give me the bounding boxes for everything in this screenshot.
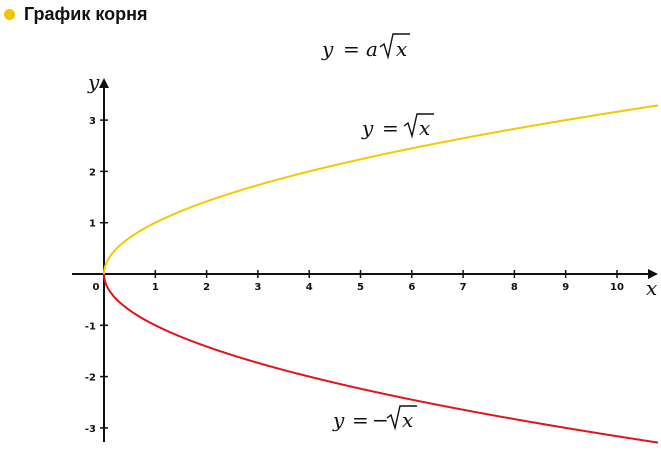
curve-y-sqrt-x: [103, 104, 659, 275]
svg-text:x: x: [419, 116, 430, 140]
x-tick-label: 8: [511, 282, 518, 293]
curve-y-minus-sqrt-x: [103, 273, 659, 444]
y-tick-label: 3: [89, 116, 96, 127]
svg-text:=: =: [352, 408, 369, 432]
x-ticks: 0 1 2 3 4 5 6 7 8 9 10: [93, 270, 624, 293]
x-tick-label: 9: [562, 282, 569, 293]
x-tick-label: 5: [357, 282, 364, 293]
label-y-sqrt-x: y = x: [361, 113, 434, 140]
y-tick-label: 1: [89, 219, 96, 230]
svg-text:x: x: [402, 408, 413, 432]
x-tick-label: 7: [460, 282, 467, 293]
svg-text:−: −: [372, 408, 389, 432]
y-ticks: 3 2 1 -1 -2 -3: [85, 116, 108, 435]
page-title: График корня: [24, 3, 148, 24]
label-y-minus-sqrt-x: y = − x: [332, 405, 417, 432]
x-tick-label: 2: [203, 282, 210, 293]
svg-text:y: y: [321, 37, 334, 61]
svg-text:=: =: [343, 37, 360, 61]
x-axis-label: x: [646, 276, 657, 300]
x-tick-label: 3: [254, 282, 261, 293]
y-tick-label: -1: [85, 321, 96, 332]
svg-text:x: x: [396, 37, 407, 61]
y-tick-label: -3: [85, 424, 96, 435]
x-tick-label: 0: [93, 282, 100, 293]
x-tick-label: 6: [408, 282, 415, 293]
bullet-dot-icon: [4, 8, 15, 20]
header: График корня: [4, 2, 148, 26]
y-axis-label: y: [87, 70, 100, 94]
svg-text:a: a: [366, 37, 378, 61]
svg-text:=: =: [382, 116, 399, 140]
y-tick-label: -2: [85, 373, 96, 384]
x-tick-label: 4: [306, 282, 313, 293]
y-tick-label: 2: [89, 167, 96, 178]
x-tick-label: 10: [610, 282, 624, 293]
svg-text:y: y: [361, 116, 374, 140]
svg-text:y: y: [332, 408, 345, 432]
x-tick-label: 1: [152, 282, 159, 293]
formula-title: y = a x: [321, 33, 410, 61]
